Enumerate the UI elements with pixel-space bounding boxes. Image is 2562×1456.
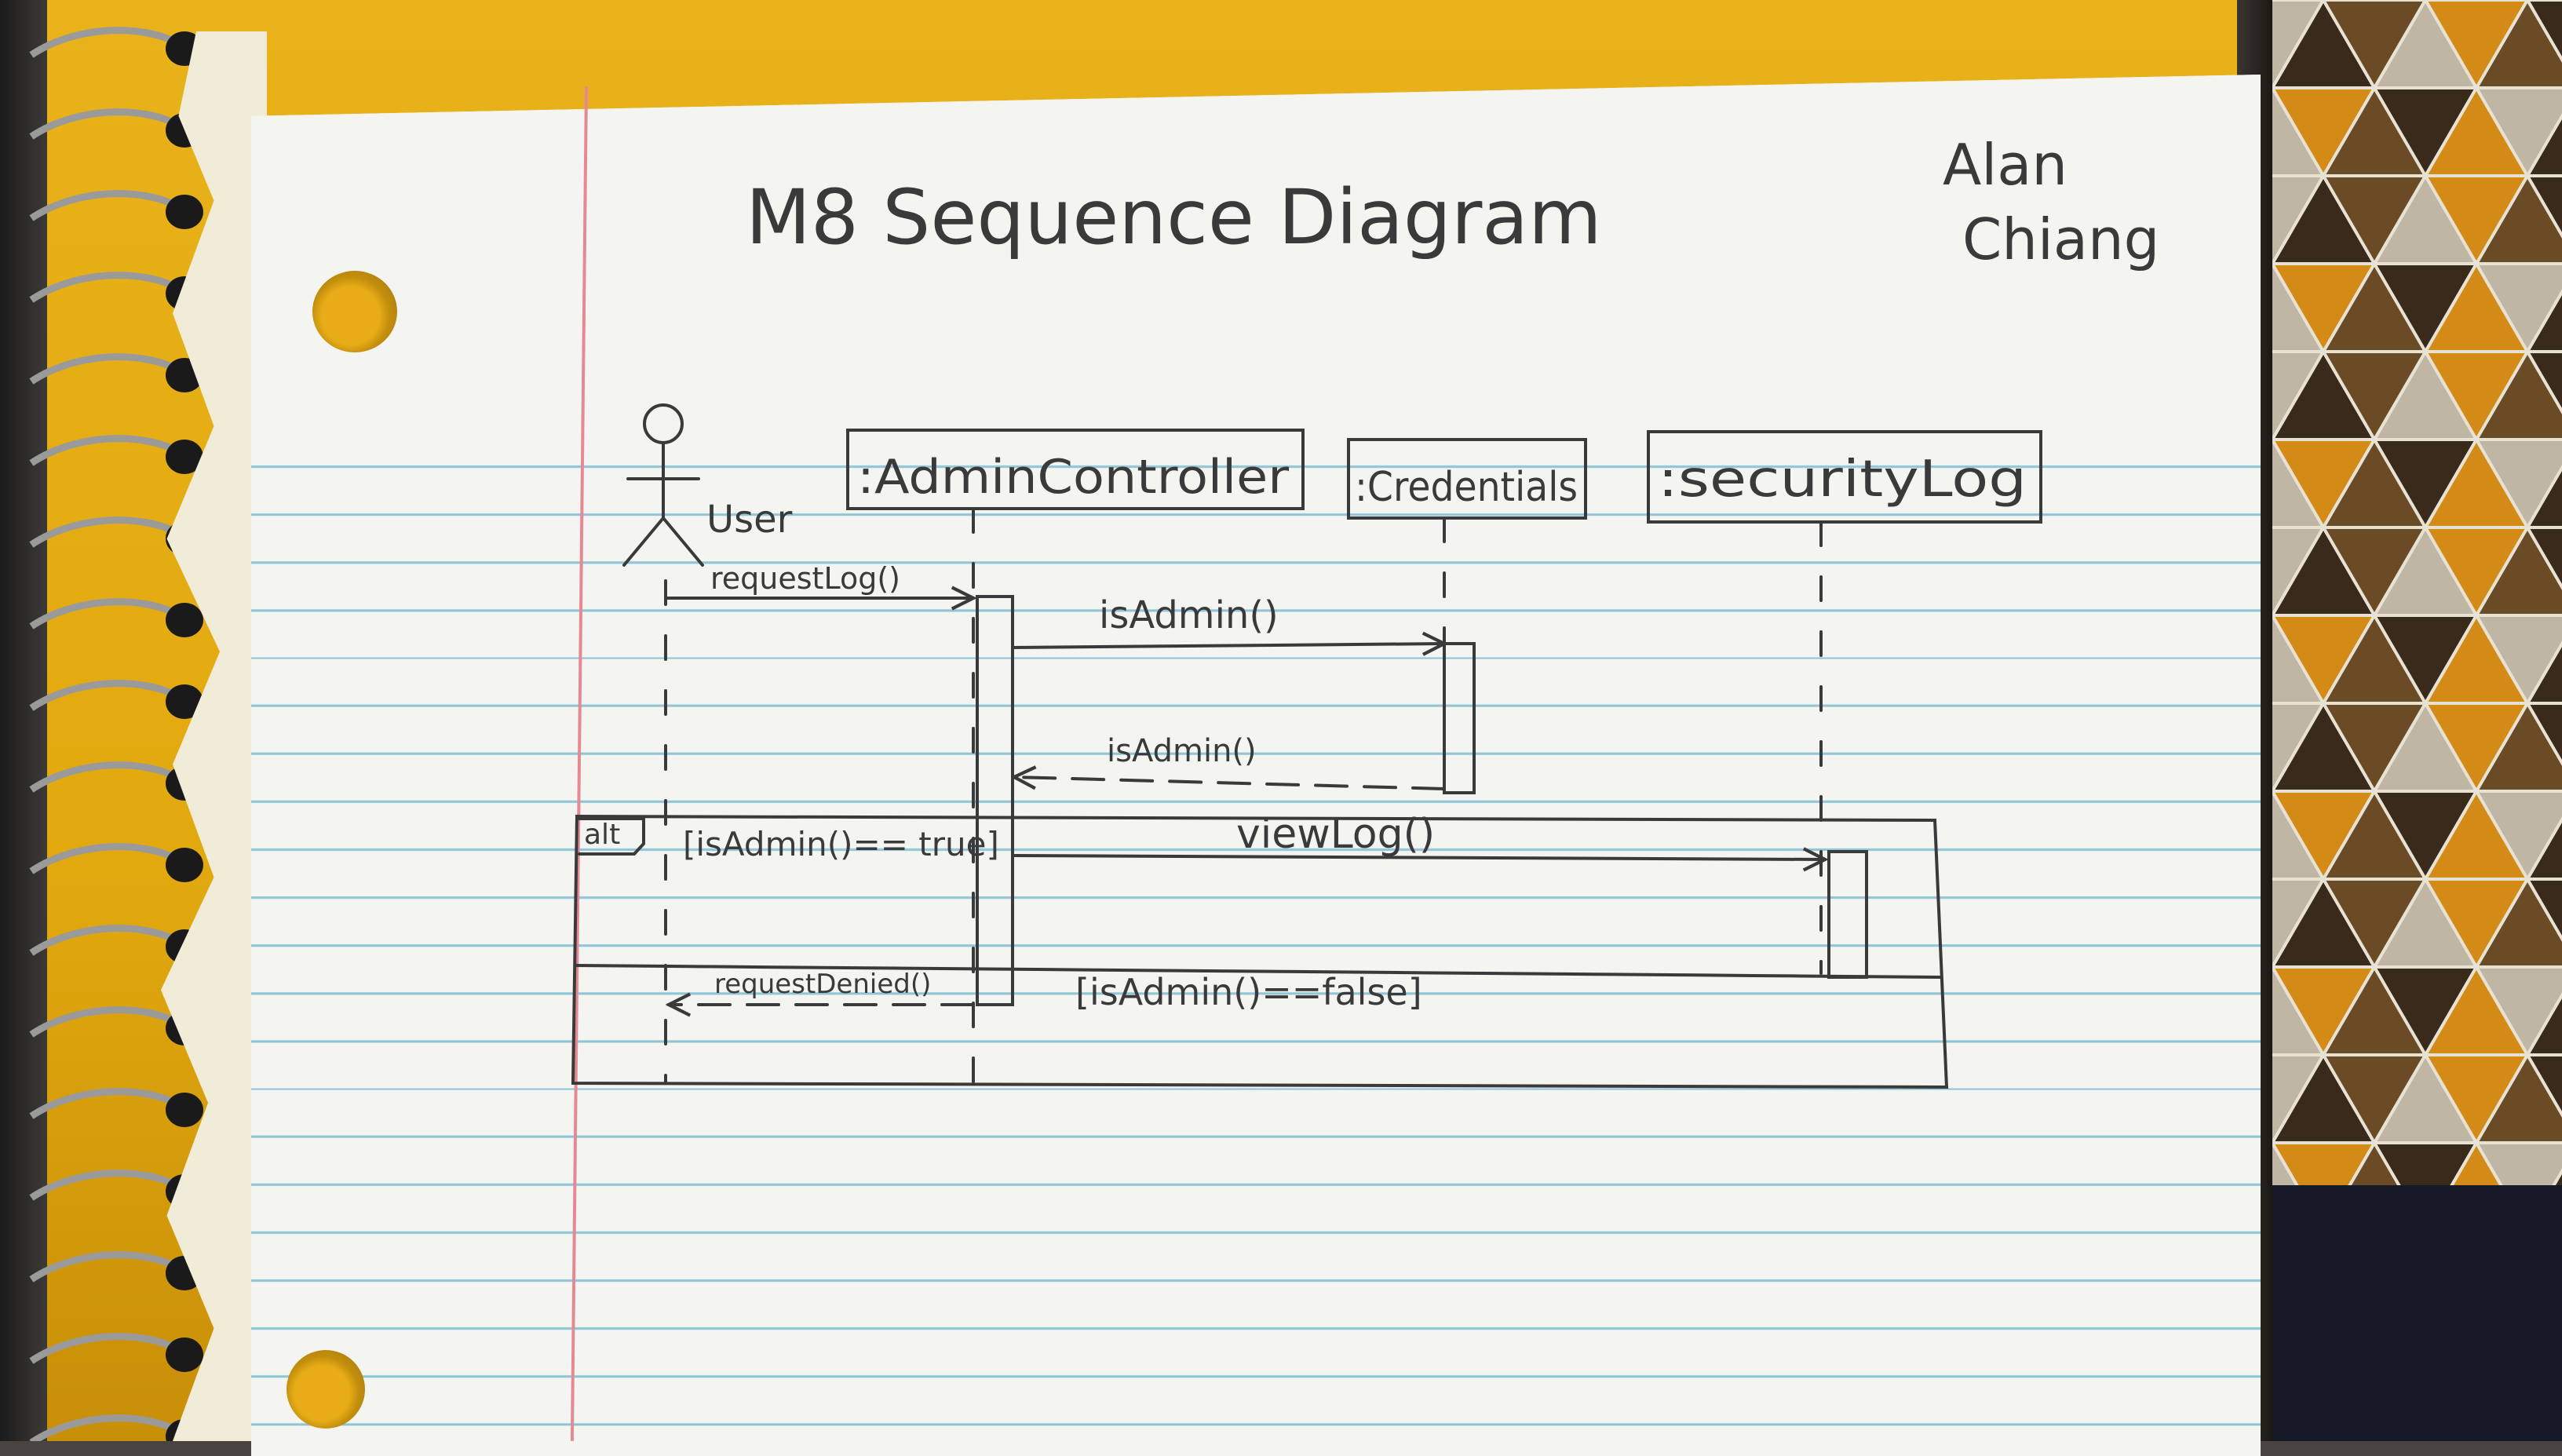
actor-stick-figure [622,403,704,567]
lifeline-label-admin-controller: :AdminController [857,450,1289,505]
desk-edge [0,0,47,1441]
message-is-admin-call-label: isAdmin() [1099,593,1279,637]
alt-operator-tab [578,817,645,856]
activation-admin-controller [976,595,1014,1006]
message-request-log-label: requestLog() [710,561,900,596]
actor-label: User [706,498,793,542]
message-view-log-arrow [1013,856,1825,859]
lifeline-box-security-log [1647,430,2042,524]
alt-fragment-frame [571,814,1949,1089]
patterned-folder [2272,0,2562,1185]
activation-security-log [1827,850,1868,979]
lifeline-label-credentials: :Credentials [1355,464,1578,511]
message-is-admin-call-arrow [1011,644,1444,648]
guard-true-label: [isAdmin()== true] [683,825,999,863]
diagram-title: M8 Sequence Diagram [746,173,1602,261]
navy-folder-corner [2272,1185,2562,1441]
punch-hole-top [312,271,397,352]
lifeline-label-security-log: :securityLog [1658,451,2027,509]
guard-false-label: [isAdmin()==false] [1075,971,1422,1013]
signature-last-name: Chiang [1962,206,2159,272]
signature-first-name: Alan [1943,132,2067,198]
message-request-denied-label: requestDenied() [714,969,931,1000]
lifeline-box-admin-controller [846,429,1305,510]
message-is-admin-return-label: isAdmin() [1107,733,1257,769]
lifeline-box-credentials [1347,438,1587,520]
activation-credentials [1443,642,1476,794]
punch-hole-bottom [286,1350,365,1429]
alt-fragment-divider [574,964,1942,979]
alt-operator-label: alt [584,819,620,851]
message-view-log-label: viewLog() [1236,811,1435,858]
message-is-admin-return-arrow [1014,777,1446,790]
